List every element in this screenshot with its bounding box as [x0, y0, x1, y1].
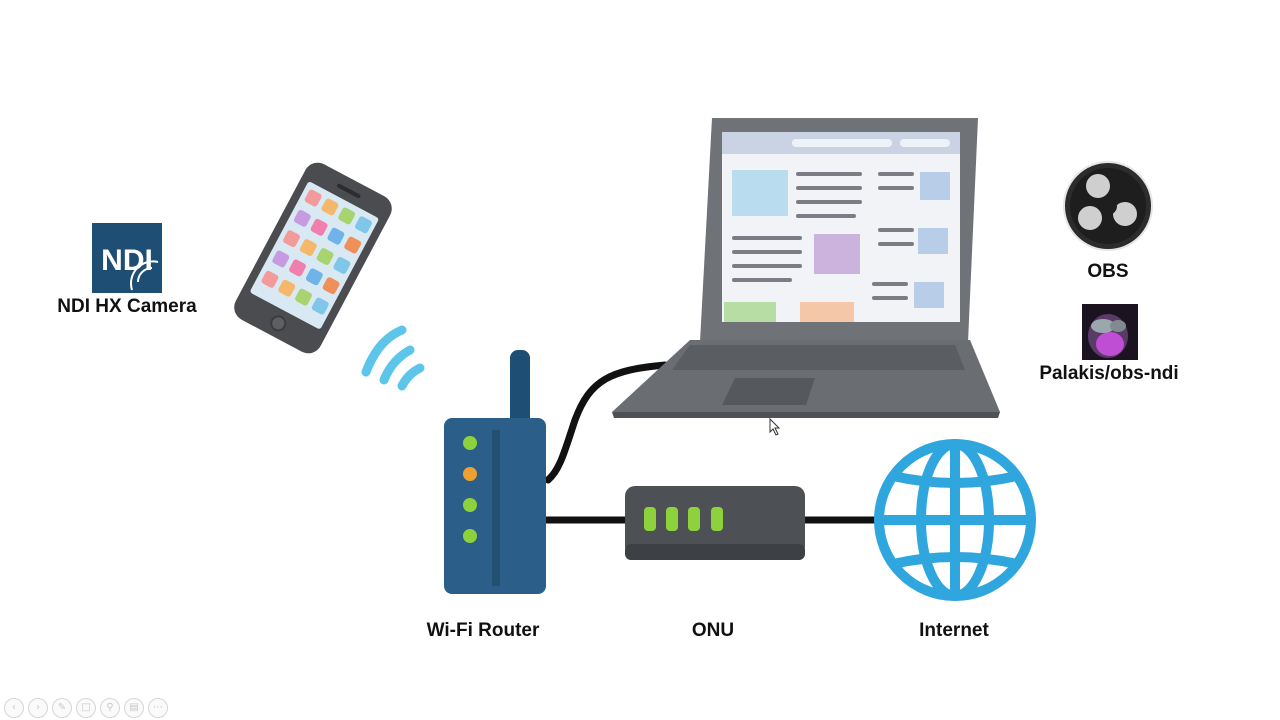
screen-text-line [732, 264, 802, 268]
phone-app-tile [311, 297, 329, 315]
onu-label: ONU [691, 620, 735, 641]
phone-app-tile [278, 279, 296, 297]
slides-button[interactable]: □ [76, 698, 96, 718]
phone-app-tile [299, 239, 317, 257]
phone-app-tile [283, 230, 300, 248]
obs-logo-icon [1063, 161, 1153, 251]
plugin-avatar-icon [1082, 304, 1138, 360]
screen-text-line [796, 186, 862, 190]
screen-text-line [796, 200, 862, 204]
zoom-button[interactable]: ⚲ [100, 698, 120, 718]
screen-text-line [732, 278, 792, 282]
mouse-cursor-icon [769, 417, 781, 436]
screen-text-line [732, 236, 802, 240]
phone-app-tile [338, 207, 356, 225]
screen-text-line [878, 172, 914, 176]
ndi-logo-text: NDI [101, 244, 153, 277]
screen-text-line [796, 172, 862, 176]
phone-app-tile [344, 236, 362, 254]
phone-app-tile [355, 216, 372, 234]
laptop-icon [612, 118, 1000, 418]
ndi-logo: NDI [92, 223, 162, 293]
screen-text-line [872, 282, 908, 286]
screen-text-line [878, 242, 914, 246]
screen-text-line [878, 228, 914, 232]
router-laptop-cable [544, 361, 669, 484]
screen-text-line [732, 250, 802, 254]
phone-app-tile [322, 277, 340, 295]
phone-app-tile [316, 248, 334, 265]
next-slide-button[interactable]: › [28, 698, 48, 718]
onu-device-icon [625, 486, 805, 560]
subtitles-button[interactable]: ▤ [124, 698, 144, 718]
phone-app-tile [261, 270, 279, 288]
smartphone-icon [234, 162, 392, 354]
obs-label: OBS [1087, 261, 1129, 282]
phone-app-tile [333, 257, 351, 274]
more-button[interactable]: ⋯ [148, 698, 168, 718]
screen-text-line [878, 186, 914, 190]
plugin-label: Palakis/obs-ndi [1039, 363, 1179, 384]
phone-app-tile [293, 209, 311, 227]
wifi-router-icon [444, 350, 546, 594]
phone-app-tile [295, 288, 312, 306]
prev-slide-button[interactable]: ‹ [4, 698, 24, 718]
wifi-signal-icon [361, 325, 425, 391]
phone-app-tile [327, 227, 345, 245]
globe-icon [874, 439, 1036, 601]
phone-app-tile [305, 268, 323, 286]
phone-app-tile [310, 218, 328, 236]
camera-label: NDI HX Camera [57, 296, 197, 317]
screen-text-line [872, 296, 908, 300]
screen-text-line [796, 214, 856, 218]
phone-app-tile [304, 189, 322, 207]
router-label: Wi-Fi Router [426, 620, 540, 641]
phone-app-tile [289, 259, 306, 277]
phone-app-tile [272, 250, 290, 268]
internet-label: Internet [919, 620, 989, 641]
pen-tool-button[interactable]: ✎ [52, 698, 72, 718]
phone-app-tile [321, 198, 339, 216]
